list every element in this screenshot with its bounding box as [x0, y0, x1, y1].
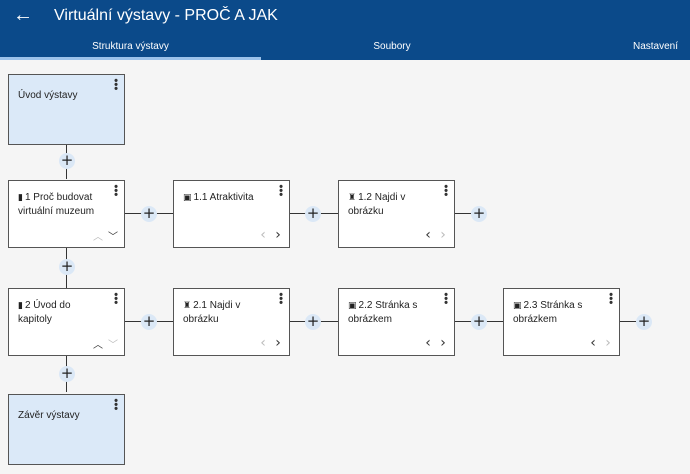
- move-left-icon[interactable]: ‹: [260, 227, 266, 243]
- move-left-icon[interactable]: ‹: [425, 335, 431, 351]
- move-right-icon[interactable]: ›: [440, 335, 446, 351]
- card-label: ♜1.2 Najdi v obrázku: [348, 192, 406, 217]
- card-label: ▣2.3 Stránka s obrázkem: [513, 300, 583, 325]
- tab-settings[interactable]: Nastavení: [632, 41, 678, 52]
- add-chapter-button[interactable]: +: [59, 151, 75, 169]
- move-right-icon[interactable]: ›: [275, 335, 281, 351]
- card-page-2-3[interactable]: ▣2.3 Stránka s obrázkem ••• ‹ ›: [503, 288, 620, 356]
- card-label: ▣1.1 Atraktivita: [183, 192, 254, 203]
- app-bar: ← Virtuální výstavy - PROČ A JAK Struktu…: [0, 0, 690, 60]
- card-label: ▣2.2 Stránka s obrázkem: [348, 300, 418, 325]
- card-label: Úvod výstavy: [18, 90, 78, 101]
- more-vert-icon[interactable]: •••: [114, 181, 118, 201]
- add-page-button[interactable]: +: [471, 312, 487, 330]
- move-down-icon[interactable]: ﹀: [108, 340, 118, 351]
- move-left-icon[interactable]: ‹: [425, 227, 431, 243]
- more-vert-icon[interactable]: •••: [114, 289, 118, 309]
- card-label: ♜2.1 Najdi v obrázku: [183, 300, 241, 325]
- card-label: ▮1 Proč budovat virtuální muzeum: [18, 192, 95, 217]
- tab-files[interactable]: Soubory: [373, 41, 411, 52]
- card-page-1-2[interactable]: ♜1.2 Najdi v obrázku ••• ‹ ›: [338, 180, 455, 248]
- back-arrow-icon[interactable]: ←: [13, 4, 33, 26]
- card-page-1-1[interactable]: ▣1.1 Atraktivita ••• ‹ ›: [173, 180, 290, 248]
- tab-structure[interactable]: Struktura výstavy: [0, 41, 261, 60]
- more-vert-icon[interactable]: •••: [444, 289, 448, 309]
- more-vert-icon[interactable]: •••: [114, 395, 118, 415]
- move-up-icon[interactable]: ︿: [93, 340, 103, 351]
- move-left-icon[interactable]: ‹: [590, 335, 596, 351]
- card-page-2-2[interactable]: ▣2.2 Stránka s obrázkem ••• ‹ ›: [338, 288, 455, 356]
- add-page-button[interactable]: +: [141, 312, 157, 330]
- card-outro[interactable]: Závěr výstavy •••: [8, 394, 125, 465]
- add-chapter-button[interactable]: +: [59, 257, 75, 275]
- image-icon: ▣: [513, 301, 522, 311]
- bookmark-icon: ▮: [18, 193, 23, 203]
- trophy-icon: ♜: [348, 193, 357, 203]
- add-chapter-button[interactable]: +: [59, 364, 75, 382]
- more-vert-icon[interactable]: •••: [279, 181, 283, 201]
- add-page-button[interactable]: +: [636, 312, 652, 330]
- more-vert-icon[interactable]: •••: [609, 289, 613, 309]
- move-right-icon[interactable]: ›: [605, 335, 611, 351]
- connector-line: [620, 321, 636, 322]
- move-left-icon[interactable]: ‹: [260, 335, 266, 351]
- connector-line: [455, 213, 471, 214]
- page-title: Virtuální výstavy - PROČ A JAK: [54, 7, 278, 24]
- card-page-2-1[interactable]: ♜2.1 Najdi v obrázku ••• ‹ ›: [173, 288, 290, 356]
- add-page-button[interactable]: +: [305, 312, 321, 330]
- add-page-button[interactable]: +: [471, 204, 487, 222]
- card-chapter-1[interactable]: ▮1 Proč budovat virtuální muzeum ••• ︿ ﹀: [8, 180, 125, 248]
- image-icon: ▣: [348, 301, 357, 311]
- structure-canvas: + + + + + + + + + + Úvod výstavy ••• ▮1 …: [0, 60, 690, 474]
- image-icon: ▣: [183, 193, 192, 203]
- card-intro[interactable]: Úvod výstavy •••: [8, 74, 125, 145]
- more-vert-icon[interactable]: •••: [279, 289, 283, 309]
- move-up-icon[interactable]: ︿: [93, 232, 103, 243]
- move-right-icon[interactable]: ›: [275, 227, 281, 243]
- more-vert-icon[interactable]: •••: [444, 181, 448, 201]
- more-vert-icon[interactable]: •••: [114, 75, 118, 95]
- bookmark-icon: ▮: [18, 301, 23, 311]
- trophy-icon: ♜: [183, 301, 192, 311]
- add-page-button[interactable]: +: [305, 204, 321, 222]
- card-label: Závěr výstavy: [18, 410, 80, 421]
- add-page-button[interactable]: +: [141, 204, 157, 222]
- move-down-icon[interactable]: ﹀: [108, 232, 118, 243]
- card-label: ▮2 Úvod do kapitoly: [18, 300, 71, 325]
- move-right-icon[interactable]: ›: [440, 227, 446, 243]
- card-chapter-2[interactable]: ▮2 Úvod do kapitoly ••• ︿ ﹀: [8, 288, 125, 356]
